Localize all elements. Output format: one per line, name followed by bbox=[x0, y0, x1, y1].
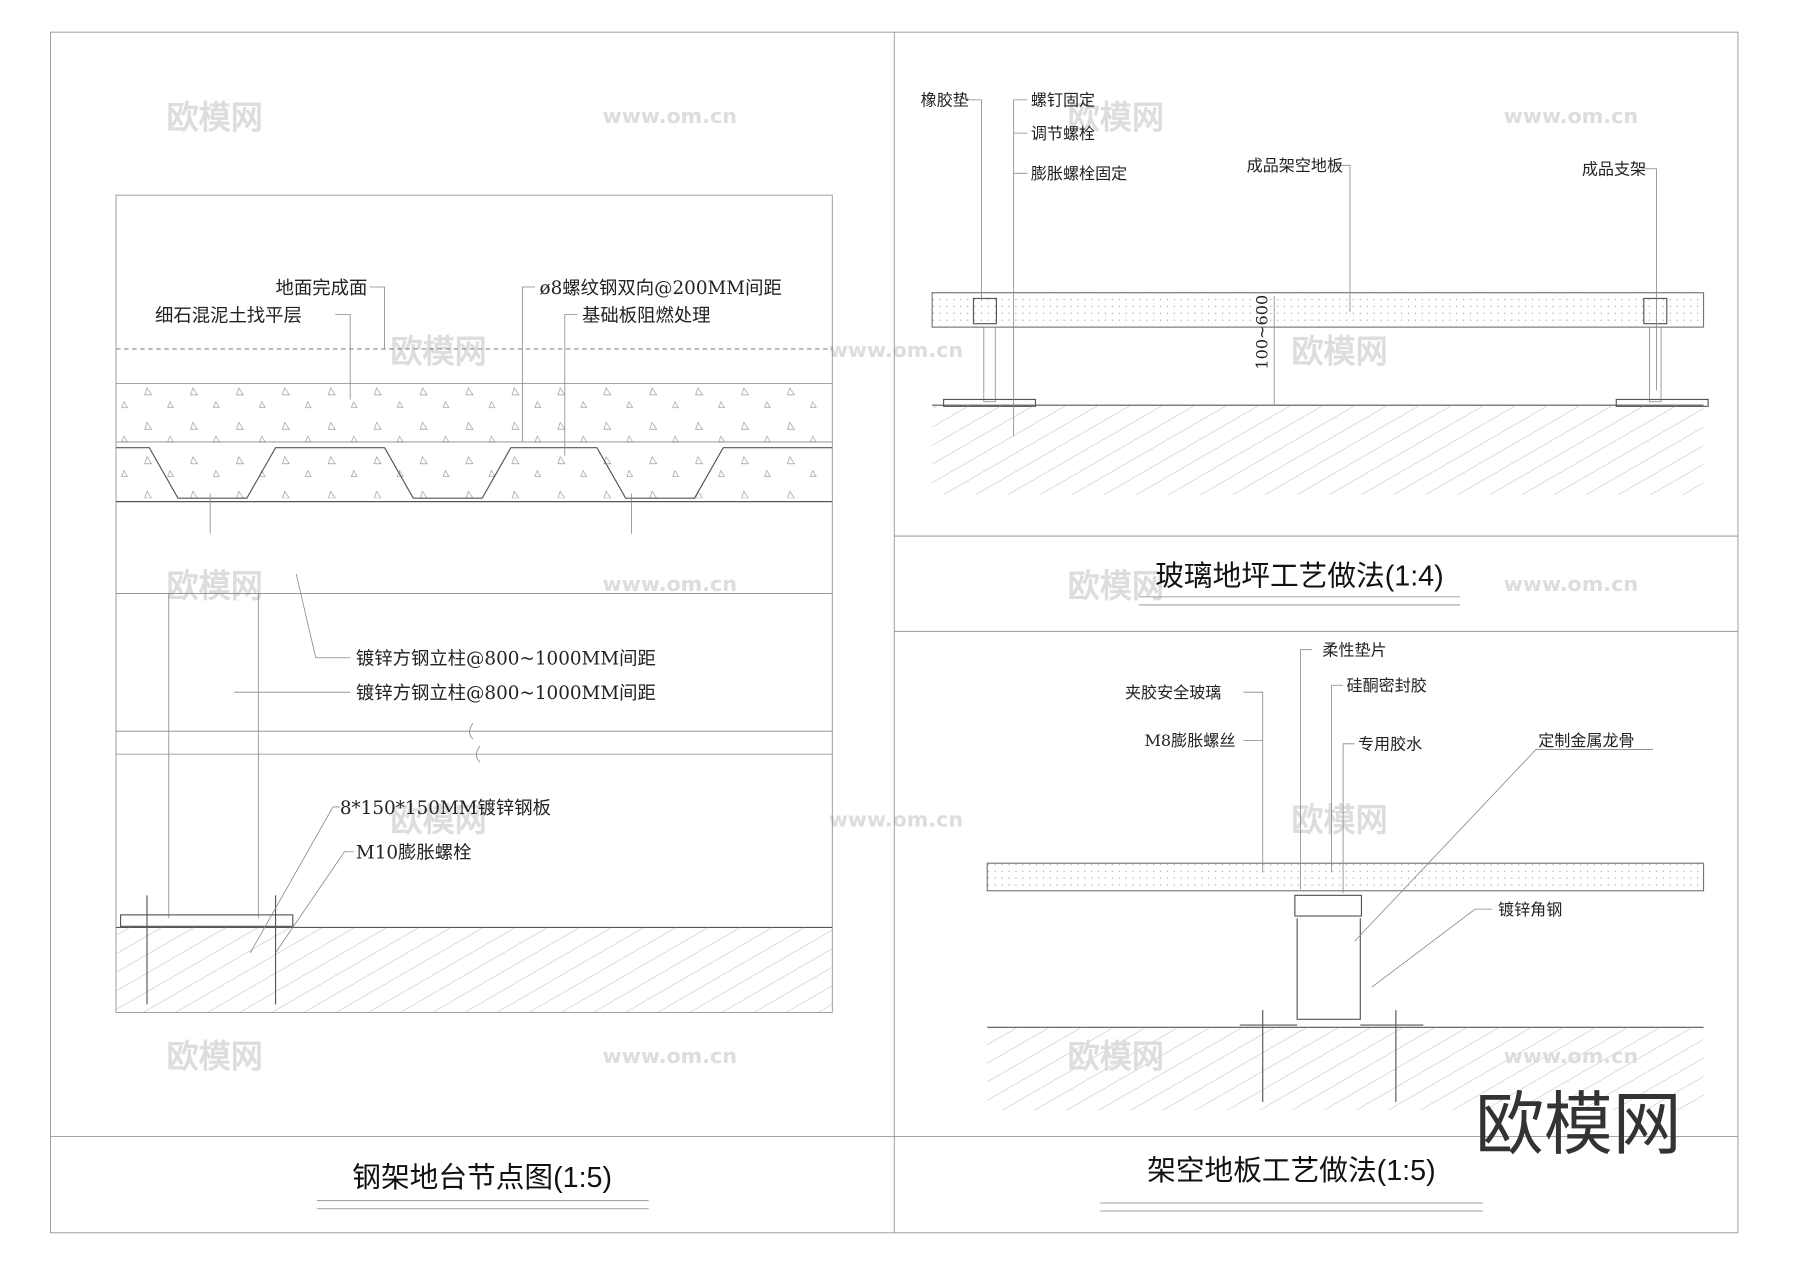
label-flex-gasket: 柔性垫片 bbox=[1322, 640, 1386, 659]
title-glass-floor: 玻璃地坪工艺做法(1:4) bbox=[1155, 560, 1444, 592]
svg-text:www.om.cn: www.om.cn bbox=[1504, 572, 1638, 596]
svg-text:www.om.cn: www.om.cn bbox=[829, 338, 963, 362]
sheet-frame bbox=[50, 31, 1739, 1234]
label-base-board: 基础板阻燃处理 bbox=[582, 305, 711, 326]
glass-floor-detail: 100~600 橡胶垫 螺钉固定 调节螺栓 膨胀螺栓固定 成品架空地板 成品支架 bbox=[921, 91, 1709, 495]
watermark-logo-large: 欧模网 bbox=[1475, 1085, 1682, 1165]
label-bracket: 成品支架 bbox=[1582, 159, 1646, 178]
svg-text:www.om.cn: www.om.cn bbox=[1504, 104, 1638, 128]
label-plate: 8*150*150MM镀锌钢板 bbox=[340, 798, 551, 819]
label-laminated-glass: 夹胶安全玻璃 bbox=[1125, 683, 1221, 702]
label-column-1: 镀锌方钢立柱@800~1000MM间距 bbox=[356, 649, 656, 670]
svg-text:欧模网: 欧模网 bbox=[390, 801, 486, 839]
svg-text:欧模网: 欧模网 bbox=[1068, 99, 1164, 137]
svg-text:欧模网: 欧模网 bbox=[167, 1038, 263, 1076]
label-expansion-bolt: 膨胀螺栓固定 bbox=[1031, 164, 1127, 183]
svg-text:欧模网: 欧模网 bbox=[1291, 333, 1387, 371]
label-angle-steel: 镀锌角钢 bbox=[1498, 900, 1562, 919]
watermark-logo: 欧模网 bbox=[1068, 1038, 1164, 1076]
label-floor-panel: 成品架空地板 bbox=[1247, 156, 1343, 175]
svg-text:欧模网: 欧模网 bbox=[390, 333, 486, 371]
raised-floor-detail: 柔性垫片 夹胶安全玻璃 硅酮密封胶 M8膨胀螺丝 专用胶水 定制金属龙骨 镀锌角… bbox=[986, 640, 1705, 1111]
label-column-2: 镀锌方钢立柱@800~1000MM间距 bbox=[356, 683, 656, 704]
svg-text:www.om.cn: www.om.cn bbox=[603, 572, 737, 596]
svg-text:www.om.cn: www.om.cn bbox=[829, 807, 963, 831]
steel-platform-detail: 地面完成面 细石混泥土找平层 ø8螺纹钢双向@200MM间距 基础板阻燃处理 镀… bbox=[115, 194, 833, 1013]
label-metal-keel: 定制金属龙骨 bbox=[1538, 731, 1634, 750]
label-silicone: 硅酮密封胶 bbox=[1347, 676, 1427, 695]
label-glue: 专用胶水 bbox=[1358, 735, 1422, 754]
svg-text:欧模网: 欧模网 bbox=[1068, 567, 1164, 605]
svg-text:欧模网: 欧模网 bbox=[1291, 801, 1387, 839]
title-raised-floor: 架空地板工艺做法(1:5) bbox=[1147, 1155, 1436, 1187]
svg-text:www.om.cn: www.om.cn bbox=[603, 1044, 737, 1068]
svg-text:www.om.cn: www.om.cn bbox=[603, 104, 737, 128]
watermarks: 欧模网 www.om.cn 欧模网 www.om.cn 欧模网 www.om.c… bbox=[167, 99, 1639, 1076]
watermarks-over-hatch: 欧模网 www.om.cn bbox=[1068, 1038, 1638, 1076]
label-screed: 细石混泥土找平层 bbox=[155, 305, 302, 326]
label-bolt: M10膨胀螺栓 bbox=[356, 843, 472, 864]
watermark-url: www.om.cn bbox=[1504, 1044, 1638, 1068]
label-finish-surface: 地面完成面 bbox=[276, 278, 368, 299]
title-steel-platform: 钢架地台节点图(1:5) bbox=[352, 1162, 612, 1194]
label-screw: 螺钉固定 bbox=[1031, 91, 1095, 110]
dimension-height: 100~600 bbox=[1252, 295, 1271, 370]
label-m8-bolt: M8膨胀螺丝 bbox=[1144, 731, 1235, 750]
label-rebar: ø8螺纹钢双向@200MM间距 bbox=[540, 278, 782, 299]
svg-text:欧模网: 欧模网 bbox=[167, 567, 263, 605]
label-rubber-pad: 橡胶垫 bbox=[921, 91, 969, 110]
label-adjust-bolt: 调节螺栓 bbox=[1031, 124, 1095, 143]
svg-text:欧模网: 欧模网 bbox=[167, 99, 263, 137]
